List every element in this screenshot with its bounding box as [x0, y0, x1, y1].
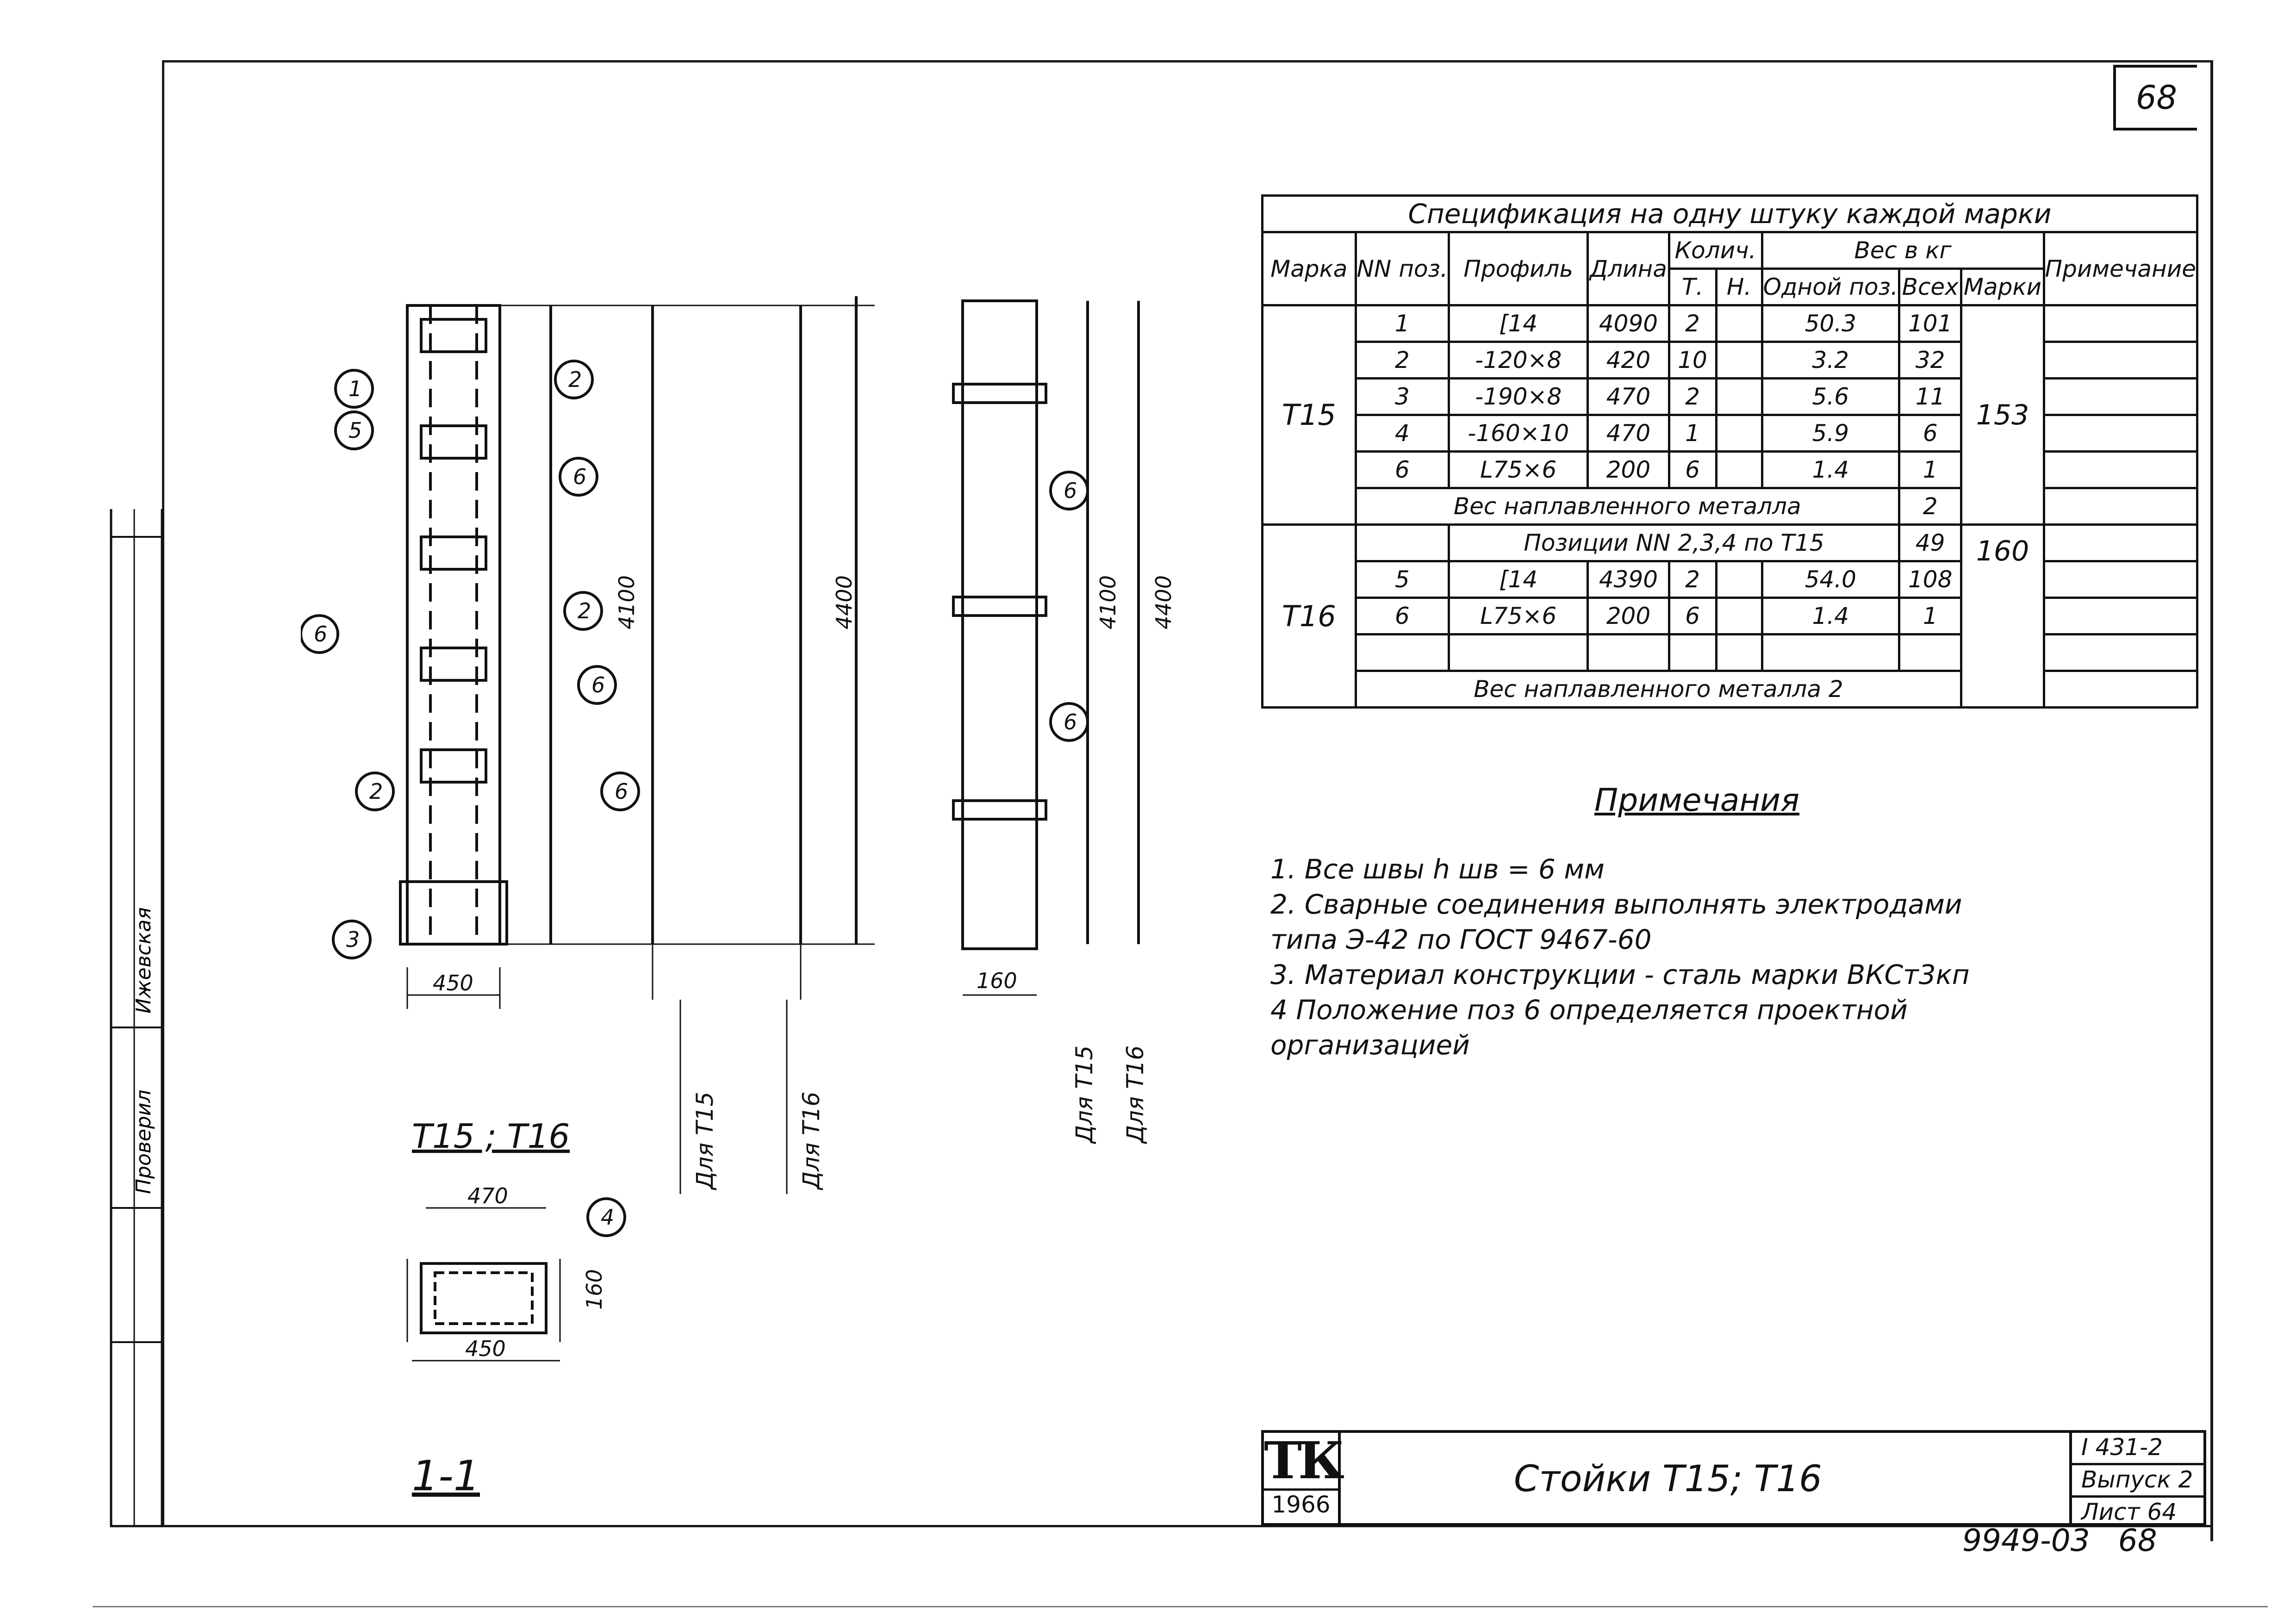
svg-text:6: 6 — [1064, 478, 1077, 503]
weld-label-t15: Вес наплавленного металла — [1354, 487, 1900, 526]
notes-list: 1. Все швы h шв = 6 мм 2. Сварные соедин… — [1270, 852, 1970, 1063]
table-row — [1263, 633, 2199, 672]
total-t16: 160 — [1960, 523, 2045, 709]
mark-t16: Т16 — [1261, 523, 1357, 709]
hdr-w-all: Всех — [1898, 268, 1963, 306]
weld-label-t16: Вес наплавленного металла 2 — [1354, 670, 1963, 709]
dim-side-width: 160 — [977, 968, 1017, 993]
hdr-mark: Марка — [1261, 231, 1357, 306]
note-item: 3. Материал конструкции - сталь марки ВК… — [1270, 959, 1970, 990]
table-row: Вес наплавленного металла 2 — [1263, 670, 2199, 709]
frame-right — [2210, 60, 2213, 1541]
hdr-qty-n: Н. — [1715, 268, 1763, 306]
svg-text:1: 1 — [348, 376, 362, 401]
dim-4100: 4100 — [614, 575, 639, 629]
drawing-title: Стойки Т15; Т16 — [1514, 1458, 1822, 1500]
footer: 9949-03 68 — [1962, 1523, 2157, 1558]
column-drawing: 1 5 2 6 2 6 6 2 6 3 6 6 4 450 4100 4400 4100 4… — [301, 296, 1176, 1500]
logo-year: 1966 — [1264, 1488, 1338, 1518]
svg-text:6: 6 — [591, 672, 605, 697]
tk-logo: ТК 1966 — [1264, 1431, 1344, 1523]
hdr-pos: NN поз. — [1354, 231, 1450, 306]
total-t15: 153 — [1960, 304, 2045, 526]
dim-side-4400: 4400 — [1151, 575, 1176, 629]
svg-text:6: 6 — [1064, 709, 1077, 734]
side-for-t15-label: Для Т15 — [1071, 1045, 1098, 1144]
sheet: Лист 64 — [2081, 1499, 2177, 1525]
hdr-w-mark: Марки — [1960, 268, 2045, 306]
notes-title: Примечания — [1594, 782, 1800, 819]
note-item: 2. Сварные соединения выполнять электрод… — [1270, 889, 1962, 920]
title-block-info: I 431-2 Выпуск 2 Лист 64 — [2069, 1433, 2206, 1525]
for-t16-label: Для Т16 — [798, 1092, 825, 1190]
stamp-author: Ижевская — [132, 907, 156, 1014]
hdr-length: Длина — [1587, 231, 1670, 306]
note-item: 4 Положение поз 6 определяется проектной — [1270, 994, 1908, 1026]
side-stamp: Проверил Ижевская — [106, 509, 171, 1527]
stamp-checked: Проверил — [132, 1089, 156, 1194]
weld-value-t15: 2 — [1898, 487, 1963, 526]
svg-text:6: 6 — [573, 464, 586, 489]
sheet-number: 68 — [2113, 65, 2197, 131]
note-item: 1. Все швы h шв = 6 мм — [1270, 853, 1605, 885]
hdr-note: Примечание — [2042, 231, 2199, 306]
logo-text: ТК — [1264, 1431, 1344, 1490]
hdr-w-one: Одной поз. — [1761, 268, 1900, 306]
hdr-profile: Профиль — [1447, 231, 1589, 306]
note-item: типа Э-42 по ГОСТ 9467-60 — [1270, 924, 1652, 955]
front-caption: Т15 ; Т16 — [412, 1117, 570, 1156]
spec-title: Спецификация на одну штуку каждой марки — [1261, 194, 2198, 233]
section-caption: 1-1 — [412, 1452, 480, 1500]
dim-width: 450 — [433, 971, 473, 996]
footer-code: 9949-03 — [1962, 1523, 2090, 1558]
svg-text:2: 2 — [369, 779, 383, 804]
svg-text:2: 2 — [578, 598, 591, 623]
title-block: ТК 1966 Стойки Т15; Т16 I 431-2 Выпуск 2… — [1261, 1430, 2206, 1526]
side-for-t16-label: Для Т16 — [1122, 1045, 1149, 1144]
svg-text:4: 4 — [601, 1205, 614, 1230]
svg-text:3: 3 — [346, 927, 360, 952]
footer-page: 68 — [2118, 1523, 2157, 1558]
frame-bottom — [111, 1525, 2212, 1527]
series: I 431-2 — [2072, 1433, 2206, 1465]
hdr-weight: Вес в кг — [1761, 231, 2045, 270]
svg-text:6: 6 — [615, 779, 628, 804]
svg-text:5: 5 — [348, 418, 362, 443]
mark-t15: Т15 — [1261, 304, 1357, 526]
frame-top — [162, 60, 2212, 62]
hdr-qty: Колич. — [1668, 231, 1763, 270]
for-t15-label: Для Т15 — [691, 1092, 718, 1190]
ref-label-t16: Позиции NN 2,3,4 по Т15 — [1448, 523, 1900, 562]
hdr-qty-t: Т. — [1668, 268, 1717, 306]
dim-4400: 4400 — [832, 575, 857, 629]
svg-text:6: 6 — [314, 622, 327, 647]
note-item: организацией — [1270, 1029, 1470, 1061]
issue: Выпуск 2 — [2072, 1465, 2206, 1498]
spec-table: Спецификация на одну штуку каждой марки … — [1261, 194, 2199, 709]
dim-side-4100: 4100 — [1095, 575, 1120, 629]
svg-text:2: 2 — [568, 367, 582, 392]
dim-plate-inner: 450 — [465, 1336, 506, 1361]
dim-plate-side: 160 — [582, 1269, 607, 1310]
ref-value-t16: 49 — [1898, 523, 1963, 562]
dim-plate-width: 470 — [467, 1183, 508, 1208]
trim-line — [93, 1606, 2268, 1607]
